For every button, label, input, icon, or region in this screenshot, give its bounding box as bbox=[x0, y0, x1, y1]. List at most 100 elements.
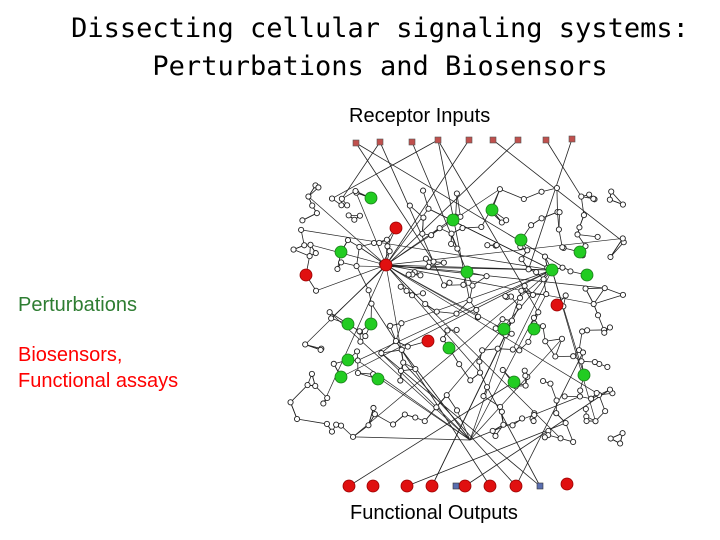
network-node bbox=[525, 338, 532, 345]
receptor-input-node bbox=[568, 135, 576, 143]
network-edge bbox=[374, 413, 394, 425]
network-edge bbox=[469, 290, 522, 441]
biosensor-node bbox=[421, 334, 435, 348]
network-node bbox=[354, 357, 361, 364]
perturbation-node bbox=[442, 341, 456, 355]
perturbation-node bbox=[527, 322, 541, 336]
network-node bbox=[558, 335, 566, 342]
network-node bbox=[497, 403, 504, 410]
network-node bbox=[312, 250, 319, 257]
network-node bbox=[591, 358, 598, 366]
receptor-input-node bbox=[376, 138, 384, 146]
network-edge bbox=[422, 190, 429, 209]
network-node bbox=[557, 435, 564, 442]
network-node bbox=[492, 432, 499, 440]
network-node bbox=[425, 205, 432, 212]
network-node bbox=[590, 300, 597, 308]
biosensors-label: Biosensors, Functional assays bbox=[18, 342, 178, 394]
network-edge bbox=[385, 264, 605, 289]
network-node bbox=[586, 191, 593, 198]
network-edge bbox=[329, 311, 471, 441]
network-node bbox=[440, 336, 447, 343]
network-edge bbox=[381, 340, 397, 354]
network-node bbox=[578, 193, 585, 200]
functional-output-node bbox=[509, 479, 523, 493]
network-node bbox=[530, 417, 537, 425]
network-node bbox=[315, 184, 322, 191]
receptor-input-node bbox=[434, 136, 442, 144]
network-node bbox=[530, 314, 537, 321]
perturbation-node bbox=[364, 317, 378, 331]
network-small-nodes bbox=[287, 182, 627, 447]
network-edge bbox=[310, 244, 387, 266]
network-edge bbox=[385, 188, 501, 266]
network-edge bbox=[551, 269, 596, 422]
network-node bbox=[304, 382, 311, 389]
network-node bbox=[354, 369, 361, 377]
biosensor-node bbox=[550, 298, 564, 312]
network-node bbox=[528, 222, 535, 229]
network-node bbox=[594, 233, 601, 240]
network-node bbox=[398, 346, 405, 353]
functional-outputs-label: Functional Outputs bbox=[350, 502, 518, 524]
network-node bbox=[356, 328, 363, 335]
network-edge bbox=[402, 362, 517, 487]
network-node bbox=[604, 363, 611, 371]
network-node bbox=[302, 341, 309, 348]
network-node bbox=[553, 410, 560, 417]
network-node bbox=[498, 408, 505, 415]
network-edge bbox=[556, 188, 558, 213]
network-edge bbox=[580, 196, 585, 216]
network-node bbox=[397, 377, 404, 384]
network-node bbox=[619, 235, 626, 242]
network-node bbox=[307, 241, 314, 248]
receptor-input-node bbox=[352, 139, 360, 147]
network-edge bbox=[385, 238, 623, 266]
network-node bbox=[509, 346, 516, 353]
network-node bbox=[542, 338, 549, 345]
network-edge bbox=[512, 269, 553, 350]
network-edge bbox=[499, 188, 524, 200]
network-node bbox=[323, 420, 331, 427]
network-node bbox=[440, 282, 448, 289]
network-node bbox=[338, 195, 345, 202]
network-node bbox=[539, 323, 547, 330]
network-node bbox=[459, 224, 466, 232]
network-node bbox=[420, 214, 427, 221]
network-node bbox=[412, 366, 419, 373]
network-node bbox=[349, 433, 357, 440]
network-edge bbox=[406, 422, 566, 487]
network-node bbox=[453, 310, 460, 317]
network-edge bbox=[308, 196, 387, 266]
network-node bbox=[330, 360, 337, 367]
network-node bbox=[479, 347, 486, 354]
network-node bbox=[593, 389, 600, 397]
network-node bbox=[420, 187, 427, 194]
network-node bbox=[547, 380, 554, 387]
network-node bbox=[357, 338, 364, 345]
network-edge bbox=[446, 394, 458, 411]
network-node bbox=[578, 358, 585, 365]
network-node bbox=[320, 400, 327, 407]
network-node bbox=[353, 348, 361, 355]
functional-output-node bbox=[342, 479, 356, 493]
network-io-nodes bbox=[342, 135, 576, 493]
network-node bbox=[324, 394, 331, 402]
network-node bbox=[478, 223, 485, 231]
network-node bbox=[524, 247, 531, 254]
network-node bbox=[376, 239, 383, 246]
network-node bbox=[306, 253, 313, 260]
network-edge bbox=[385, 264, 597, 394]
network-node bbox=[338, 259, 345, 266]
network-edge bbox=[523, 191, 542, 200]
network-node bbox=[582, 285, 589, 292]
network-node bbox=[299, 217, 306, 224]
network-edge bbox=[385, 216, 456, 266]
network-node bbox=[579, 349, 587, 356]
biosensor-node bbox=[299, 268, 313, 282]
network-node bbox=[503, 217, 510, 224]
network-edge bbox=[610, 241, 625, 258]
network-node bbox=[446, 279, 453, 286]
network-node bbox=[619, 430, 626, 437]
network-node bbox=[553, 184, 560, 192]
